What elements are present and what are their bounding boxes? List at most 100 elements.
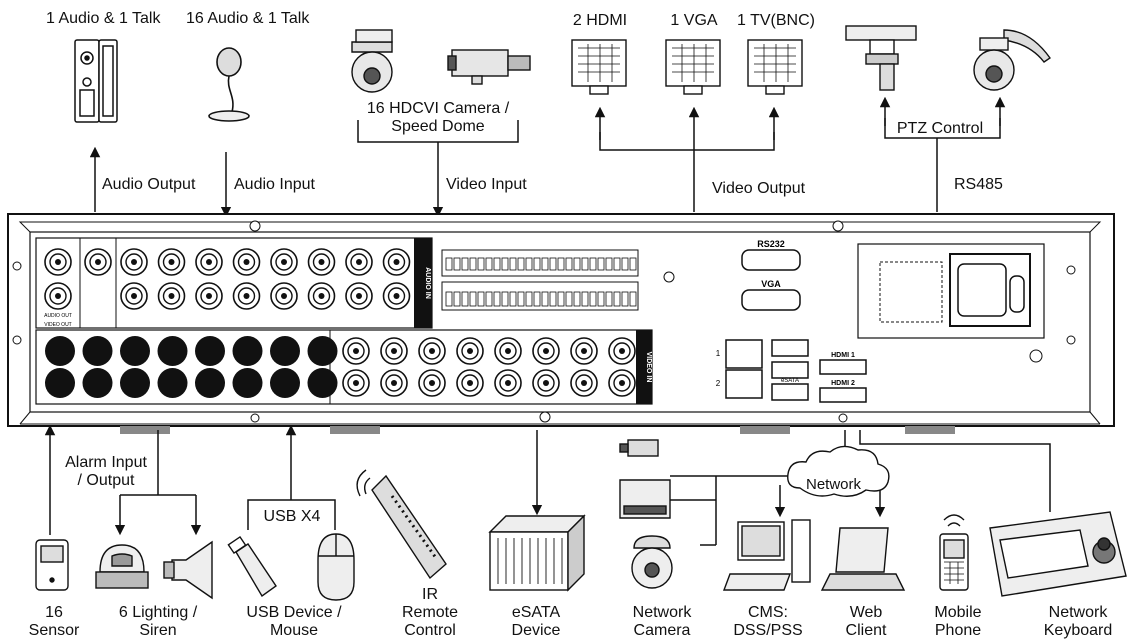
video-in-bnc-pin (505, 380, 511, 386)
blank-cover (120, 368, 150, 398)
terminal-pin (469, 291, 477, 307)
terminal-pin (477, 291, 485, 307)
terminal-pin (557, 291, 565, 307)
terminal-pin (517, 291, 525, 307)
video-in-bnc-pin (353, 380, 359, 386)
audio-in-bnc-pin (318, 259, 325, 265)
caption-line1: Web (849, 604, 883, 621)
speaker-icon (74, 39, 118, 123)
audio-in-bnc-pin (243, 259, 250, 265)
audio-in-bnc-pin (243, 293, 250, 299)
hdmi-output-label: 2 HDMI (572, 12, 628, 29)
blank-cover (270, 368, 300, 398)
cms-pc-icon (722, 519, 811, 591)
terminal-pin (485, 291, 493, 307)
camera-label-line1: 16 HDCVI Camera / (366, 100, 510, 117)
terminal-pin (573, 257, 581, 271)
network-camera-caption: Network Camera (633, 604, 692, 640)
video-in-bnc-pin (467, 348, 473, 354)
terminal-pin (565, 257, 573, 271)
caption-line2: Keyboard (1043, 622, 1113, 639)
audio-in-bnc-pin (206, 293, 212, 299)
terminal-pin (509, 291, 517, 307)
terminal-pin (565, 291, 573, 307)
lighting-siren-caption: 6 Lighting / Siren (119, 604, 197, 640)
esata-label: eSATA (781, 378, 799, 384)
network-keyboard-icon (989, 511, 1127, 597)
tv-output-label: 1 TV(BNC) (737, 12, 815, 29)
video-in-bnc-pin (619, 348, 625, 354)
terminal-pin (501, 291, 509, 307)
blank-cover (307, 368, 338, 398)
audio-in-bnc-pin (318, 293, 325, 299)
tv-monitor-icon (747, 39, 803, 95)
audio-in-bnc-pin (168, 259, 175, 265)
terminal-pin (461, 257, 469, 271)
cms-caption: CMS: DSS/PSS (733, 604, 802, 640)
video-in-bnc-pin (581, 348, 587, 354)
panel-labels: RS232 VGA eSATA 1 2 HDMI 1 HDMI 2 AUDIO … (44, 239, 855, 388)
network-keyboard-caption: Network Keyboard (1044, 604, 1113, 640)
terminal-pin (605, 257, 613, 271)
bnc-connectors (44, 248, 637, 398)
ir-remote-caption: IR Remote Control (402, 586, 458, 640)
terminal-pin (557, 257, 565, 271)
caption-line3: Control (404, 622, 456, 639)
audio-out-bnc-pin (55, 259, 61, 265)
audio-in-bnc-pin (131, 259, 137, 265)
video-out-label: VIDEO OUT (44, 322, 72, 328)
caption-line1: USB Device / (246, 604, 342, 621)
terminal-pin (445, 291, 453, 307)
audio-input-device-label: 16 Audio & 1 Talk (186, 10, 310, 27)
sensor-icon (35, 539, 69, 591)
caption-line2: Siren (139, 622, 177, 639)
terminal-pin (589, 291, 597, 307)
audio-in-bnc-pin (131, 293, 137, 299)
network-cloud-icon (787, 445, 890, 497)
blank-cover (232, 368, 263, 398)
audio-in-bnc-pin (356, 259, 362, 265)
network-camera-icon (619, 439, 673, 589)
terminal-pin (517, 257, 525, 271)
terminal-pin (621, 257, 629, 271)
terminal-pin (461, 291, 469, 307)
terminal-pin (573, 291, 581, 307)
blank-cover (270, 336, 300, 366)
usb-x4-label: USB X4 (263, 508, 321, 525)
camera-label-line2: Speed Dome (391, 118, 485, 135)
caption-line1: 16 (45, 604, 63, 621)
terminal-pin (445, 257, 453, 271)
terminal-pin (453, 291, 461, 307)
caption-line1: CMS: (747, 604, 788, 621)
terminal-pin (549, 257, 557, 271)
blank-cover (120, 336, 150, 366)
hdmi1-label: HDMI 1 (831, 352, 855, 359)
terminal-pin (581, 291, 589, 307)
blank-cover (195, 336, 225, 366)
alarm-io-label: Alarm Input / Output (65, 454, 147, 490)
video-output-label: Video Output (712, 180, 806, 197)
video-in-bnc-pin (391, 348, 397, 354)
audio-output-device-label: 1 Audio & 1 Talk (46, 10, 161, 27)
speed-dome-icon (351, 29, 393, 93)
caption-line2: Client (845, 622, 887, 639)
blank-cover (157, 336, 188, 366)
terminal-pin (485, 257, 493, 271)
blank-cover (307, 336, 338, 366)
video-in-bnc-pin (581, 380, 587, 386)
terminal-pin (525, 291, 533, 307)
terminal-pin (541, 257, 549, 271)
vga-output-label: 1 VGA (670, 12, 718, 29)
caption-line1: Network (1048, 604, 1108, 621)
ir-remote-icon (356, 469, 447, 580)
alarm-io-line1: Alarm Input (65, 454, 147, 471)
blank-cover (157, 368, 188, 398)
audio-in-bnc-pin (281, 259, 287, 265)
lan2-label: 2 (716, 379, 721, 388)
terminal-pin (621, 291, 629, 307)
video-in-bnc-pin (619, 380, 625, 386)
spot-bnc-pin (95, 259, 101, 265)
video-in-bnc-pin (429, 348, 435, 354)
lan1-label: 1 (716, 349, 721, 358)
